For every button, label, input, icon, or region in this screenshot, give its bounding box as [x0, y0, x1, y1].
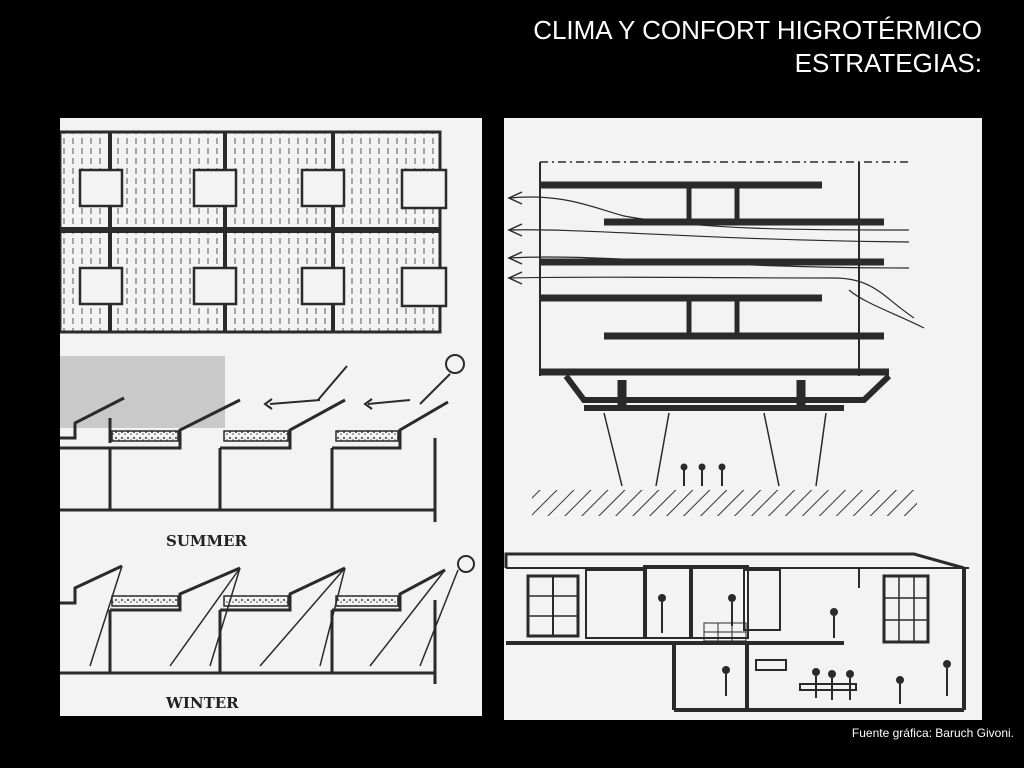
- source-credit: Fuente gráfica: Baruch Givoni.: [851, 726, 1014, 740]
- interior-section: [504, 552, 969, 712]
- winter-section: [60, 555, 475, 684]
- summer-section: [60, 354, 465, 522]
- building-section-svg: [504, 161, 969, 712]
- elevated-building-section: [507, 161, 925, 516]
- winter-label: WINTER: [165, 694, 239, 712]
- right-figure-panel: [504, 118, 982, 720]
- roof-plan: [60, 130, 448, 334]
- left-figure-panel: SUMMER WINTER: [60, 118, 482, 716]
- title-line-2: ESTRATEGIAS:: [794, 48, 982, 78]
- summer-label: SUMMER: [166, 532, 248, 550]
- roof-diagram-svg: SUMMER WINTER: [60, 130, 475, 712]
- title-line-1: CLIMA Y CONFORT HIGROTÉRMICO: [533, 15, 982, 45]
- slide-title: CLIMA Y CONFORT HIGROTÉRMICO ESTRATEGIAS…: [533, 14, 982, 80]
